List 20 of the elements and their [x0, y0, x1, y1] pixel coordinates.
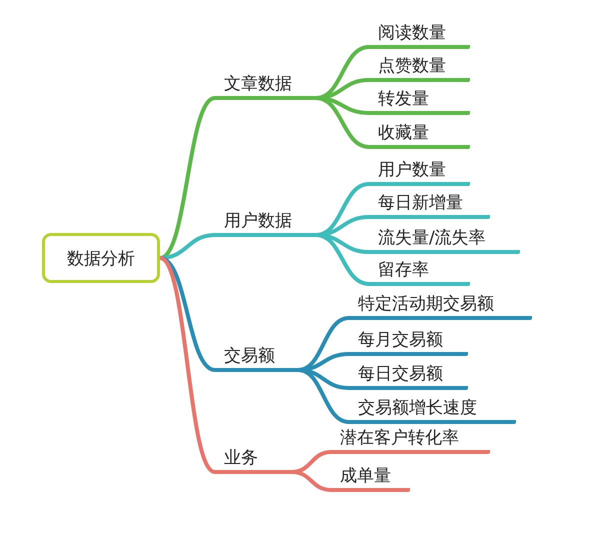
topic-label: 潜在客户转化率: [330, 427, 490, 454]
topic-label: 每日交易额: [348, 363, 468, 390]
topic-label: 交易额: [214, 345, 300, 372]
topic-label: 留存率: [368, 259, 470, 286]
topic-label: 用户数量: [368, 159, 470, 186]
topic-label: 收藏量: [368, 122, 470, 149]
topic-label: 成单量: [330, 465, 410, 492]
topic-label: 交易额增长速度: [348, 397, 516, 424]
topic-label: 流失量/流失率: [368, 227, 520, 254]
branch-line: [158, 256, 217, 474]
root-box: 数据分析: [42, 233, 160, 283]
topic-label: 阅读数量: [368, 22, 470, 49]
topic-label: 点赞数量: [368, 55, 470, 82]
topic-label: 特定活动期交易额: [348, 293, 532, 320]
topic-label: 用户数据: [214, 210, 318, 237]
topic-label: 每月交易额: [348, 329, 468, 356]
topic-label: 业务: [214, 447, 294, 474]
topic-label: 文章数据: [214, 73, 318, 100]
topic-label: 每日新增量: [368, 192, 490, 219]
topic-label: 转发量: [368, 88, 470, 115]
